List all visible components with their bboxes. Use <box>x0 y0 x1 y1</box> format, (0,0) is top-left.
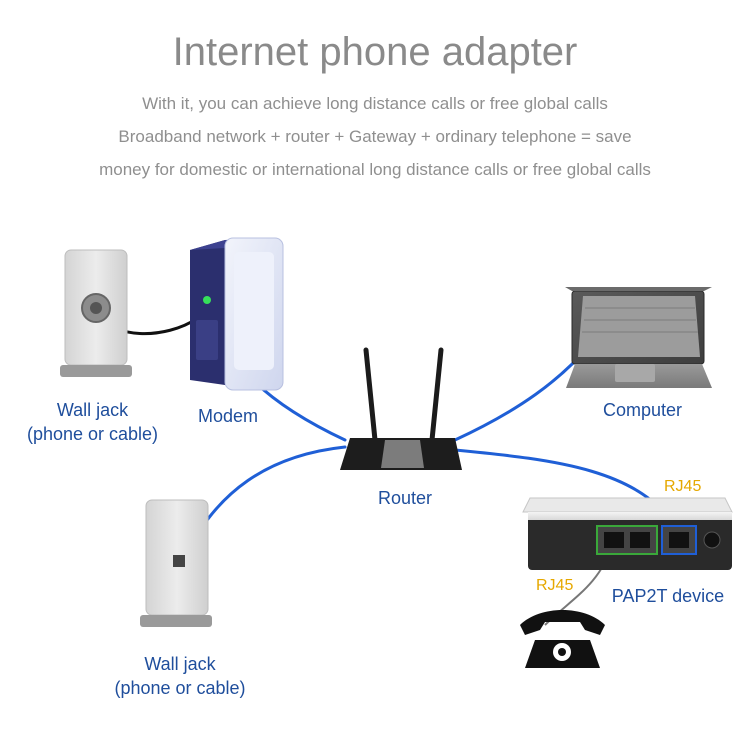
wall-jack-bottom-label-line1: Wall jack <box>144 654 216 674</box>
pap2t-label: PAP2T device <box>611 586 725 606</box>
subtitle-line-3: money for domestic or international long… <box>99 160 651 179</box>
wall-jack-top-label-line2: (phone or cable) <box>26 424 159 444</box>
laptop-icon <box>565 287 712 388</box>
wall-jack-top-icon <box>60 249 132 377</box>
subtitle-line-1: With it, you can achieve long distance c… <box>142 94 608 113</box>
rj45-bottom-label: RJ45 <box>536 577 574 594</box>
wall-jack-top-label-line1: Wall jack <box>56 400 129 420</box>
wall-jack-top-label: Wall jack (phone or cable) <box>20 398 165 446</box>
router-label: Router <box>377 488 433 508</box>
computer-label: Computer <box>602 400 683 420</box>
cable-router-computer <box>453 343 592 442</box>
subtitle-line-2: Broadband network + router + Gateway + o… <box>118 127 632 146</box>
rj45-top-label: RJ45 <box>664 478 702 495</box>
page-title: Internet phone adapter <box>172 30 578 74</box>
router-icon <box>340 347 462 470</box>
wall-jack-bottom-icon <box>140 499 212 627</box>
wall-jack-bottom-label: Wall jack (phone or cable) <box>105 652 255 700</box>
pap2t-device-icon <box>522 497 733 570</box>
telephone-icon <box>520 610 605 668</box>
wall-jack-bottom-label-line2: (phone or cable) <box>114 678 246 698</box>
modem-icon <box>190 237 284 391</box>
modem-label: Modem <box>197 406 259 426</box>
